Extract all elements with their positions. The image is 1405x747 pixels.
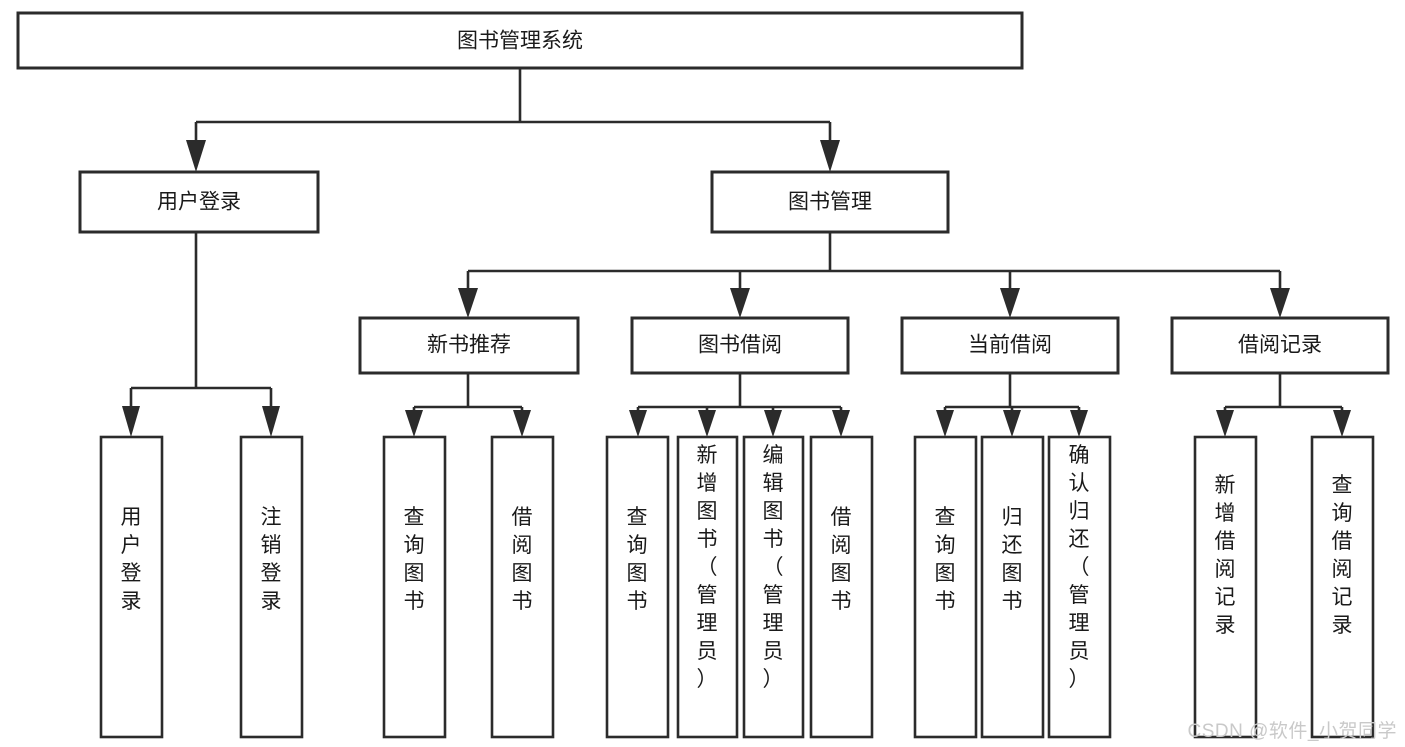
node-current-borrow[interactable]: 当前借阅 [900, 316, 1120, 375]
leaf-currentborrow-query-label: 查询图书 [935, 506, 956, 613]
node-borrow-record-label: 借阅记录 [1238, 334, 1322, 357]
node-current-borrow-label: 当前借阅 [968, 334, 1052, 357]
leaf-bookborrow-add-box[interactable] [676, 435, 739, 739]
node-root-box[interactable] [16, 11, 1024, 70]
leaf-currentborrow-return-box[interactable] [980, 435, 1045, 739]
leaf-node[interactable]: 用户登录 [99, 435, 164, 739]
arrow-head-bookborrow-leaf-1 [629, 410, 647, 437]
arrow-head-currentborrow-leaf-2 [1003, 410, 1021, 437]
leaf-logout-label: 注销登录 [261, 506, 282, 613]
arrow-head-leaf-logout [262, 406, 280, 437]
node-borrow-record[interactable]: 借阅记录 [1170, 316, 1390, 375]
leaf-currentborrow-return-label: 归还图书 [1002, 506, 1023, 613]
leaf-bookborrow-add-label: 新增图书（管理员） [697, 444, 718, 691]
arrow-head-bookborrow-leaf-4 [832, 410, 850, 437]
node-book-borrow-box[interactable] [630, 316, 850, 375]
node-new-book-recommend[interactable]: 新书推荐 [358, 316, 580, 375]
leaf-user-login-box[interactable] [99, 435, 164, 739]
leaf-bookborrow-edit-box[interactable] [742, 435, 805, 739]
leaf-record-add-label: 新增借阅记录 [1215, 474, 1236, 637]
node-root[interactable]: 图书管理系统 [16, 11, 1024, 70]
arrow-head-borrow-record [1270, 288, 1290, 318]
leaf-node[interactable]: 借阅图书 [809, 435, 874, 739]
node-new-book-recommend-label: 新书推荐 [427, 334, 511, 357]
arrow-head-bookborrow-leaf-3 [764, 410, 782, 437]
leaf-newbook-query-label: 查询图书 [404, 506, 425, 613]
node-borrow-record-box[interactable] [1170, 316, 1390, 375]
leaf-node[interactable]: 查询图书 [913, 435, 978, 739]
leaf-record-query-label: 查询借阅记录 [1332, 474, 1353, 637]
arrow-head-newbook-leaf-2 [513, 410, 531, 437]
arrow-head-borrowrecord-leaf-2 [1333, 410, 1351, 437]
arrow-head-newbook-leaf-1 [405, 410, 423, 437]
node-book-borrow-label: 图书借阅 [698, 334, 782, 357]
leaf-node[interactable]: 归还图书 [980, 435, 1045, 739]
leaf-bookborrow-edit-label: 编辑图书（管理员） [763, 444, 784, 691]
node-user-login[interactable]: 用户登录 [78, 170, 320, 234]
leaf-node[interactable]: 借阅图书 [490, 435, 555, 739]
leaf-record-add-box[interactable] [1193, 435, 1258, 739]
arrow-head-borrowrecord-leaf-1 [1216, 410, 1234, 437]
leaf-node[interactable]: 查询图书 [382, 435, 447, 739]
leaf-newbook-borrow-box[interactable] [490, 435, 555, 739]
leaf-record-query-box[interactable] [1310, 435, 1375, 739]
leaf-currentborrow-confirm-box[interactable] [1047, 435, 1112, 739]
leaf-bookborrow-borrow-label: 借阅图书 [831, 506, 852, 613]
leaf-newbook-query-box[interactable] [382, 435, 447, 739]
leaf-user-login-label: 用户登录 [121, 506, 142, 613]
arrow-head-user-login [186, 140, 206, 172]
leaf-node[interactable]: 查询图书 [605, 435, 670, 739]
leaf-bookborrow-borrow-box[interactable] [809, 435, 874, 739]
leaf-bookborrow-query-label: 查询图书 [627, 506, 648, 613]
leaf-node[interactable]: 注销登录 [239, 435, 304, 739]
leaf-newbook-borrow-label: 借阅图书 [512, 506, 533, 613]
arrow-head-book-borrow [730, 288, 750, 318]
leaf-node[interactable]: 查询借阅记录 [1310, 435, 1375, 739]
leaf-node[interactable]: 确认归还（管理员） [1047, 435, 1112, 739]
arrow-head-leaf-user-login [122, 406, 140, 437]
node-user-login-box[interactable] [78, 170, 320, 234]
leaf-currentborrow-query-box[interactable] [913, 435, 978, 739]
node-book-borrow[interactable]: 图书借阅 [630, 316, 850, 375]
node-book-manage[interactable]: 图书管理 [710, 170, 950, 234]
leaf-node[interactable]: 新增借阅记录 [1193, 435, 1258, 739]
node-new-book-recommend-box[interactable] [358, 316, 580, 375]
arrow-head-bookborrow-leaf-2 [698, 410, 716, 437]
leaf-bookborrow-query-box[interactable] [605, 435, 670, 739]
arrow-head-book-manage [820, 140, 840, 172]
arrow-head-new-book [458, 288, 478, 318]
leaf-logout-box[interactable] [239, 435, 304, 739]
arrow-head-current-borrow [1000, 288, 1020, 318]
arrow-head-currentborrow-leaf-3 [1070, 410, 1088, 437]
connectors [122, 68, 1351, 437]
node-book-manage-box[interactable] [710, 170, 950, 234]
arrow-head-currentborrow-leaf-1 [936, 410, 954, 437]
node-current-borrow-box[interactable] [900, 316, 1120, 375]
node-book-manage-label: 图书管理 [788, 191, 872, 214]
node-root-label: 图书管理系统 [457, 30, 583, 53]
leaf-node[interactable]: 编辑图书（管理员） [742, 435, 805, 739]
leaf-node[interactable]: 新增图书（管理员） [676, 435, 739, 739]
leaf-currentborrow-confirm-label: 确认归还（管理员） [1069, 444, 1090, 691]
node-user-login-label: 用户登录 [157, 191, 241, 214]
